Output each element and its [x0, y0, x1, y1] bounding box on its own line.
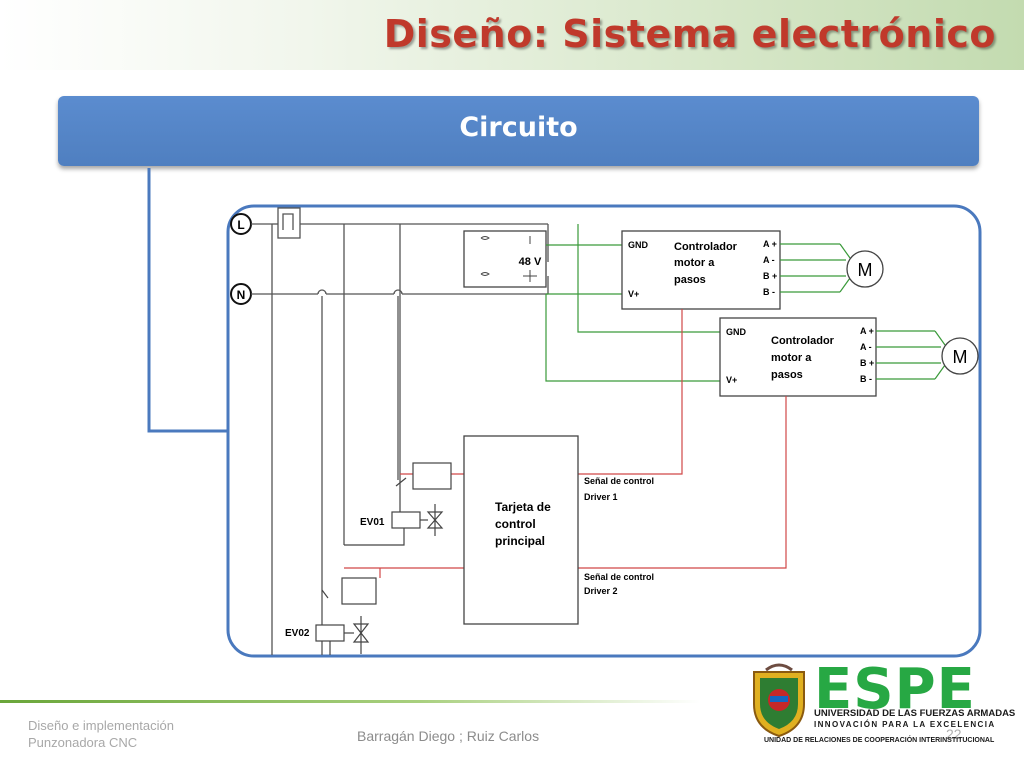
power-supply-48v: 48 V [463, 230, 547, 288]
svg-text:M: M [858, 260, 873, 280]
motor-2: M [941, 337, 979, 375]
svg-text:B -: B - [860, 374, 872, 384]
svg-text:48 V: 48 V [519, 256, 542, 268]
footer-project-line1: Diseño e implementación [28, 718, 174, 733]
driver-2: GND V+ Controlador motor a pasos A + A -… [719, 317, 877, 397]
svg-text:Controlador: Controlador [771, 335, 835, 347]
footer-project: Diseño e implementación Punzonadora CNC [28, 717, 174, 751]
page-number: 22 [946, 726, 962, 742]
espe-crest-icon [753, 663, 805, 738]
espe-unit: UNIDAD DE RELACIONES DE COOPERACIÓN INTE… [764, 737, 995, 744]
espe-motto: INNOVACIÓN PARA LA EXCELENCIA [814, 720, 996, 729]
svg-text:A -: A - [860, 342, 872, 352]
slide-title: Diseño: Sistema electrónico [383, 12, 996, 56]
title-band [0, 0, 1024, 70]
svg-text:M: M [953, 347, 968, 367]
terminal-l-label: L [237, 218, 244, 232]
signal-2-label-2: Driver 2 [584, 586, 618, 596]
svg-text:Tarjeta de: Tarjeta de [495, 500, 551, 514]
signal-1-label-2: Driver 1 [584, 492, 618, 502]
svg-text:B -: B - [763, 287, 775, 297]
espe-logo: ESPE UNIVERSIDAD DE LAS FUERZAS ARMADAS … [742, 657, 1016, 750]
svg-text:V+: V+ [628, 289, 639, 299]
n-bus [251, 276, 549, 655]
espe-university: UNIVERSIDAD DE LAS FUERZAS ARMADAS [814, 708, 1016, 719]
svg-text:principal: principal [495, 534, 545, 548]
relay-valve-1 [344, 462, 452, 546]
driver-1-motor-wires [780, 243, 851, 293]
motor-1: M [846, 250, 884, 288]
svg-text:pasos: pasos [674, 274, 706, 286]
svg-text:GND: GND [628, 240, 649, 250]
svg-text:Controlador: Controlador [674, 241, 738, 253]
svg-text:A +: A + [763, 239, 777, 249]
control-board: Tarjeta de control principal [463, 435, 579, 625]
header-connector [147, 168, 228, 433]
valve-2-label: EV02 [285, 628, 310, 639]
svg-text:motor a: motor a [674, 257, 715, 269]
svg-text:A -: A - [763, 255, 775, 265]
circuit-header-label: Circuito [459, 112, 578, 143]
driver-2-motor-wires [876, 330, 946, 380]
svg-text:motor a: motor a [771, 352, 812, 364]
espe-wordmark: ESPE [814, 657, 976, 722]
signal-2-label-1: Señal de control [584, 572, 654, 582]
driver-1: GND V+ Controlador motor a pasos A + A -… [621, 230, 781, 310]
svg-text:GND: GND [726, 327, 747, 337]
footer-authors: Barragán Diego ; Ruiz Carlos [357, 728, 540, 744]
green-power-wires [545, 224, 720, 382]
valve-1-label: EV01 [360, 517, 385, 528]
terminal-n-label: N [237, 288, 246, 302]
signal-1-label-1: Señal de control [584, 476, 654, 486]
svg-text:control: control [495, 517, 536, 531]
footer-divider [0, 700, 700, 703]
svg-text:B +: B + [763, 271, 777, 281]
svg-text:V+: V+ [726, 375, 737, 385]
svg-text:B +: B + [860, 358, 874, 368]
relay-valve-2 [315, 577, 377, 655]
footer-project-line2: Punzonadora CNC [28, 735, 138, 750]
circuit-header-box: Circuito [58, 96, 979, 166]
l-bus [251, 207, 549, 655]
red-signal-wires [344, 309, 787, 578]
svg-text:A +: A + [860, 326, 874, 336]
svg-text:pasos: pasos [771, 369, 803, 381]
